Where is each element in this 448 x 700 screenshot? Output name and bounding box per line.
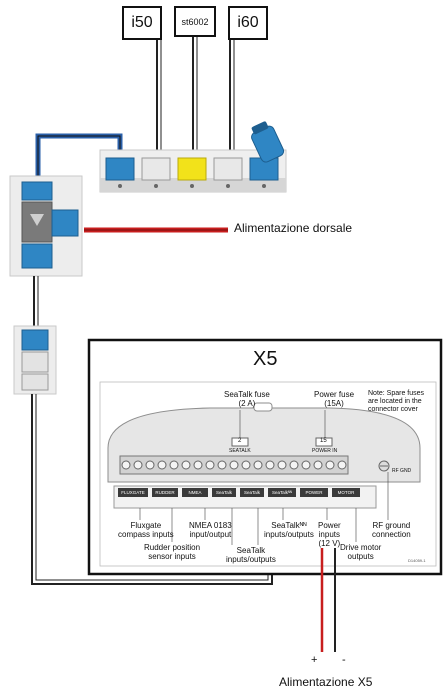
terminal-tab: SeaTalk xyxy=(212,488,236,497)
terminal-screw xyxy=(313,460,323,470)
i60-label: i60 xyxy=(237,14,259,31)
terminal-screw xyxy=(337,460,347,470)
terminal-tab: SeaTalkᴺᴺ xyxy=(268,488,296,497)
terminal-screw xyxy=(169,460,179,470)
i50-device: i50 xyxy=(122,6,162,40)
caption-motor: Drive motor outputs xyxy=(340,543,382,561)
backbone-connector-block xyxy=(99,149,287,193)
caption-seatalkng: SeaTalkᴺᴺ inputs/outputs xyxy=(264,521,314,539)
t-connector xyxy=(9,175,83,277)
power-fuse-value: 15 xyxy=(320,438,327,444)
minus-sign: - xyxy=(342,654,346,666)
terminal-tab: SeaTalk xyxy=(240,488,264,497)
terminal-screw xyxy=(289,460,299,470)
i60-device: i60 xyxy=(228,6,268,40)
terminal-screw xyxy=(241,460,251,470)
terminal-screw xyxy=(229,460,239,470)
terminal-screw xyxy=(253,460,263,470)
terminal-tab: RUDDER xyxy=(152,488,178,497)
terminal-tab: MOTOR xyxy=(332,488,360,497)
power-fuse-tag: POWER IN xyxy=(312,448,338,454)
plus-sign: + xyxy=(311,654,318,666)
x5-title: X5 xyxy=(253,348,278,370)
caption-rudder: Rudder position sensor inputs xyxy=(144,543,201,561)
i50-label: i50 xyxy=(131,14,153,31)
spur-connector xyxy=(13,325,57,395)
terminal-tab: POWER xyxy=(300,488,328,497)
terminal-screw xyxy=(265,460,275,470)
terminal-screw xyxy=(181,460,191,470)
seatalk-fuse-tag: SEATALK xyxy=(229,448,251,454)
spare-fuse-note: Note: Spare fuses are located in the con… xyxy=(368,390,425,413)
seatalk-fuse-value: 2 xyxy=(238,438,242,444)
terminal-screw xyxy=(133,460,143,470)
terminal-screw xyxy=(193,460,203,470)
caption-fluxgate: Fluxgate compass inputs xyxy=(118,521,174,539)
terminal-screw xyxy=(277,460,287,470)
rf-gnd-tag: RF GND xyxy=(392,468,412,474)
terminator-plug xyxy=(251,121,285,163)
caption-rf: RF ground connection xyxy=(372,521,411,539)
caption-nmea: NMEA 0183 input/output xyxy=(189,521,232,539)
terminal-screw xyxy=(157,460,167,470)
power-fuse-caption: Power fuse (15A) xyxy=(314,390,355,408)
terminal-screw xyxy=(301,460,311,470)
diagram-code: D14059-1 xyxy=(408,558,426,563)
x5-power-label: Alimentazione X5 xyxy=(279,675,373,689)
terminal-screw xyxy=(145,460,155,470)
terminal-screw xyxy=(217,460,227,470)
caption-power: Power inputs (12 V) xyxy=(318,521,341,548)
terminal-screw xyxy=(325,460,335,470)
terminal-tabs: FLUXGATE RUDDER NMEA SeaTalk SeaTalk SeaTalkᴺ… xyxy=(118,488,378,498)
st6002-label: st6002 xyxy=(181,16,209,27)
terminal-screw xyxy=(205,460,215,470)
terminal-screw xyxy=(121,460,131,470)
st6002-device: st6002 xyxy=(174,6,216,37)
terminal-tab: FLUXGATE xyxy=(118,488,148,497)
caption-seatalk: SeaTalk inputs/outputs xyxy=(226,546,276,564)
terminal-tab: NMEA xyxy=(182,488,208,497)
backbone-power-label: Alimentazione dorsale xyxy=(234,221,353,235)
seatalk-fuse-caption: SeaTalk fuse (2 A) xyxy=(224,390,270,408)
